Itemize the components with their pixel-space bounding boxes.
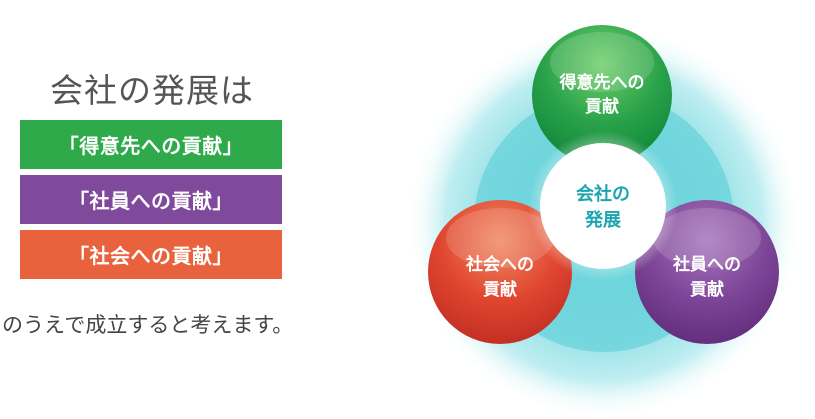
bar-customers-label: 「得意先への貢献」 (58, 134, 244, 158)
circle-customers-shape (532, 25, 672, 165)
bar-society-label: 「社会への貢献」 (69, 244, 233, 268)
circle-society-highlight (446, 208, 554, 268)
circle-customers: 得意先への 貢献 (532, 25, 672, 165)
center-shape (540, 143, 666, 269)
circle-employees-highlight (653, 208, 761, 268)
bar-society: 「社会への貢献」 (20, 230, 282, 279)
circle-employees-label-2: 貢献 (690, 279, 724, 300)
circle-customers-label-1: 得意先への (559, 72, 645, 93)
center-label-1: 会社の (576, 183, 630, 205)
bar-employees: 「社員への貢献」 (20, 175, 282, 224)
bar-employees-label: 「社員への貢献」 (69, 189, 233, 213)
circle-society-label-2: 貢献 (483, 279, 517, 300)
circle-center: 会社の 発展 (528, 131, 678, 281)
footer-text: のうえで成立すると考えます。 (2, 313, 294, 337)
circle-society-label-1: 社会への (465, 254, 534, 275)
center-label-2: 発展 (584, 209, 622, 231)
circle-customers-highlight (550, 32, 654, 92)
circle-customers-label-2: 貢献 (585, 96, 619, 117)
bar-customers: 「得意先への貢献」 (20, 120, 282, 169)
circle-employees-label-1: 社員への (672, 254, 741, 275)
heading: 会社の発展は (50, 71, 254, 110)
